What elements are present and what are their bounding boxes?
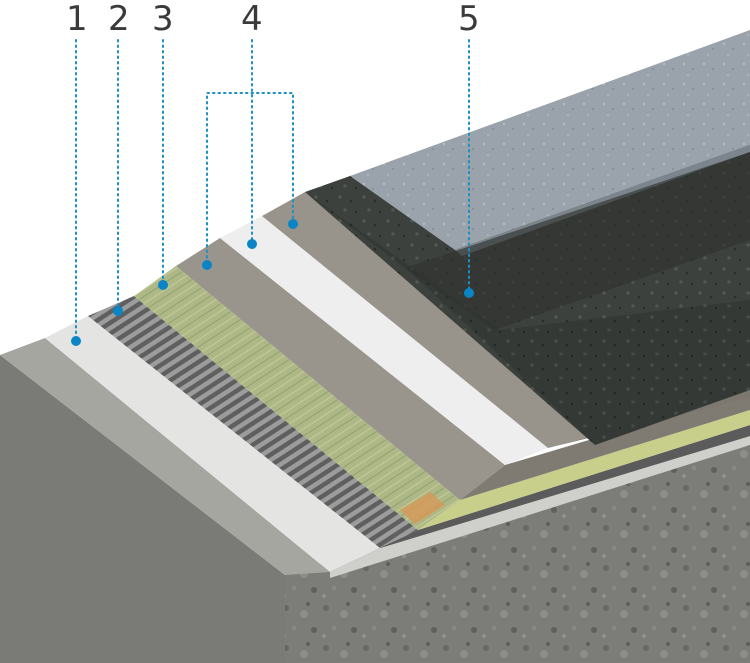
marker-dot-3 [158,280,168,290]
substrate-side-shade [285,432,750,663]
marker-dot-1 [71,336,81,346]
substrate-side-face [285,432,750,663]
marker-dot-5 [464,288,474,298]
leader-lines [75,39,470,339]
layer-4-membrane [176,238,505,500]
layer-3-fleece-end-cap [400,492,445,524]
substrate-front-face [0,355,285,663]
layer-3-fleece [134,266,460,530]
layer-1-primer [45,316,380,572]
layer-3-fleece-edge [418,410,750,530]
marker-dot-4a [202,260,212,270]
layer-4-white-sheet [220,216,548,465]
callout-label-5: 5 [458,0,480,39]
callout-label-1: 1 [66,0,88,39]
callout-label-2: 2 [108,0,130,39]
screed-dark-band [405,152,750,330]
top-coat [350,30,750,250]
layer-5-screed-shade [305,192,750,445]
layer-4-membrane-upper [262,192,595,448]
callout-label-3: 3 [152,0,174,39]
layer-2-drainage-edge [380,425,750,548]
marker-dot-4b [247,239,257,249]
substrate-top [0,338,330,575]
layer-2-drainage-mat [88,296,418,548]
marker-dot-2 [113,306,123,316]
leader-4-bracket [206,92,294,264]
marker-dot-4c [288,219,298,229]
layer-4-membrane-edge [460,392,750,500]
layer-1-primer-edge [330,436,750,578]
callout-label-4: 4 [241,0,263,39]
